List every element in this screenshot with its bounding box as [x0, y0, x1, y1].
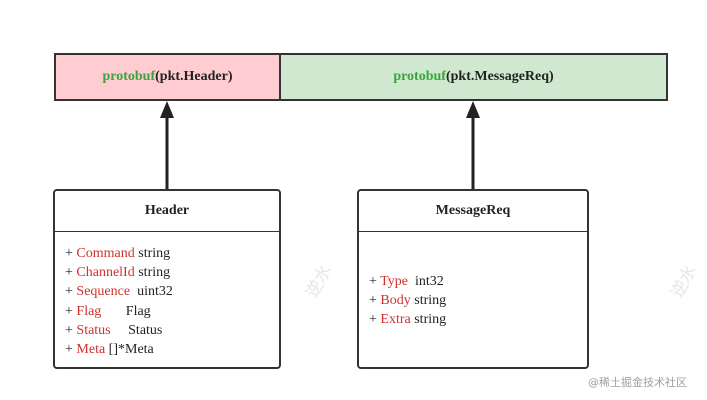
field-prefix: + [65, 246, 77, 261]
field-type: Flag [101, 303, 151, 319]
class-header: Header + Command string + ChannelId stri… [53, 189, 281, 369]
field-type: uint32 [130, 284, 173, 300]
field-name: Meta [76, 341, 106, 357]
field-row: + ChannelId string [65, 263, 279, 282]
field-prefix: + [369, 293, 381, 309]
class-fields: + Type int32 + Body string + Extra strin… [359, 232, 587, 330]
field-name: Type [380, 274, 408, 289]
field-row: + Meta []*Meta [65, 340, 279, 359]
field-name: Status [76, 322, 111, 338]
field-prefix: + [65, 265, 77, 281]
field-row: + Sequence uint32 [65, 282, 279, 301]
protobuf-keyword: protobuf [393, 69, 446, 84]
field-name: Sequence [76, 284, 131, 300]
class-title: MessageReq [359, 191, 587, 232]
field-prefix: + [369, 274, 381, 289]
field-row: + Flag Flag [65, 302, 279, 321]
protobuf-type: (pkt.Header) [155, 69, 233, 84]
protobuf-type: (pkt.MessageReq) [445, 69, 554, 84]
arrow-msg-head [466, 101, 480, 118]
field-prefix: + [65, 341, 77, 357]
field-type: int32 [407, 274, 444, 289]
field-name: ChannelId [76, 265, 135, 281]
field-row: + Body string [369, 291, 587, 310]
class-messagereq: MessageReq + Type int32 + Body string + … [357, 189, 589, 369]
field-prefix: + [65, 322, 77, 338]
class-fields: + Command string + ChannelId string + Se… [55, 232, 279, 359]
protobuf-messagereq-box: protobuf(pkt.MessageReq) [279, 53, 668, 101]
field-prefix: + [369, 312, 381, 328]
protobuf-header-box: protobuf(pkt.Header) [54, 53, 281, 101]
field-type: string [410, 312, 447, 328]
field-type: string [134, 246, 171, 261]
field-name: Flag [76, 303, 102, 319]
field-prefix: + [65, 284, 77, 300]
field-name: Extra [380, 312, 411, 328]
footer-credit: @稀土掘金技术社区 [588, 376, 687, 389]
field-row: + Type int32 [369, 272, 587, 291]
field-type: string [410, 293, 447, 309]
field-row: + Status Status [65, 321, 279, 340]
class-title: Header [55, 191, 279, 232]
field-type: string [134, 265, 171, 281]
field-name: Body [380, 293, 411, 309]
arrow-header-head [160, 101, 174, 118]
field-type: Status [110, 322, 163, 338]
field-row: + Command string [65, 244, 279, 263]
field-row: + Extra string [369, 310, 587, 329]
field-type: []*Meta [105, 341, 154, 357]
protobuf-keyword: protobuf [102, 69, 156, 84]
field-name: Command [76, 246, 135, 261]
field-prefix: + [65, 303, 77, 319]
